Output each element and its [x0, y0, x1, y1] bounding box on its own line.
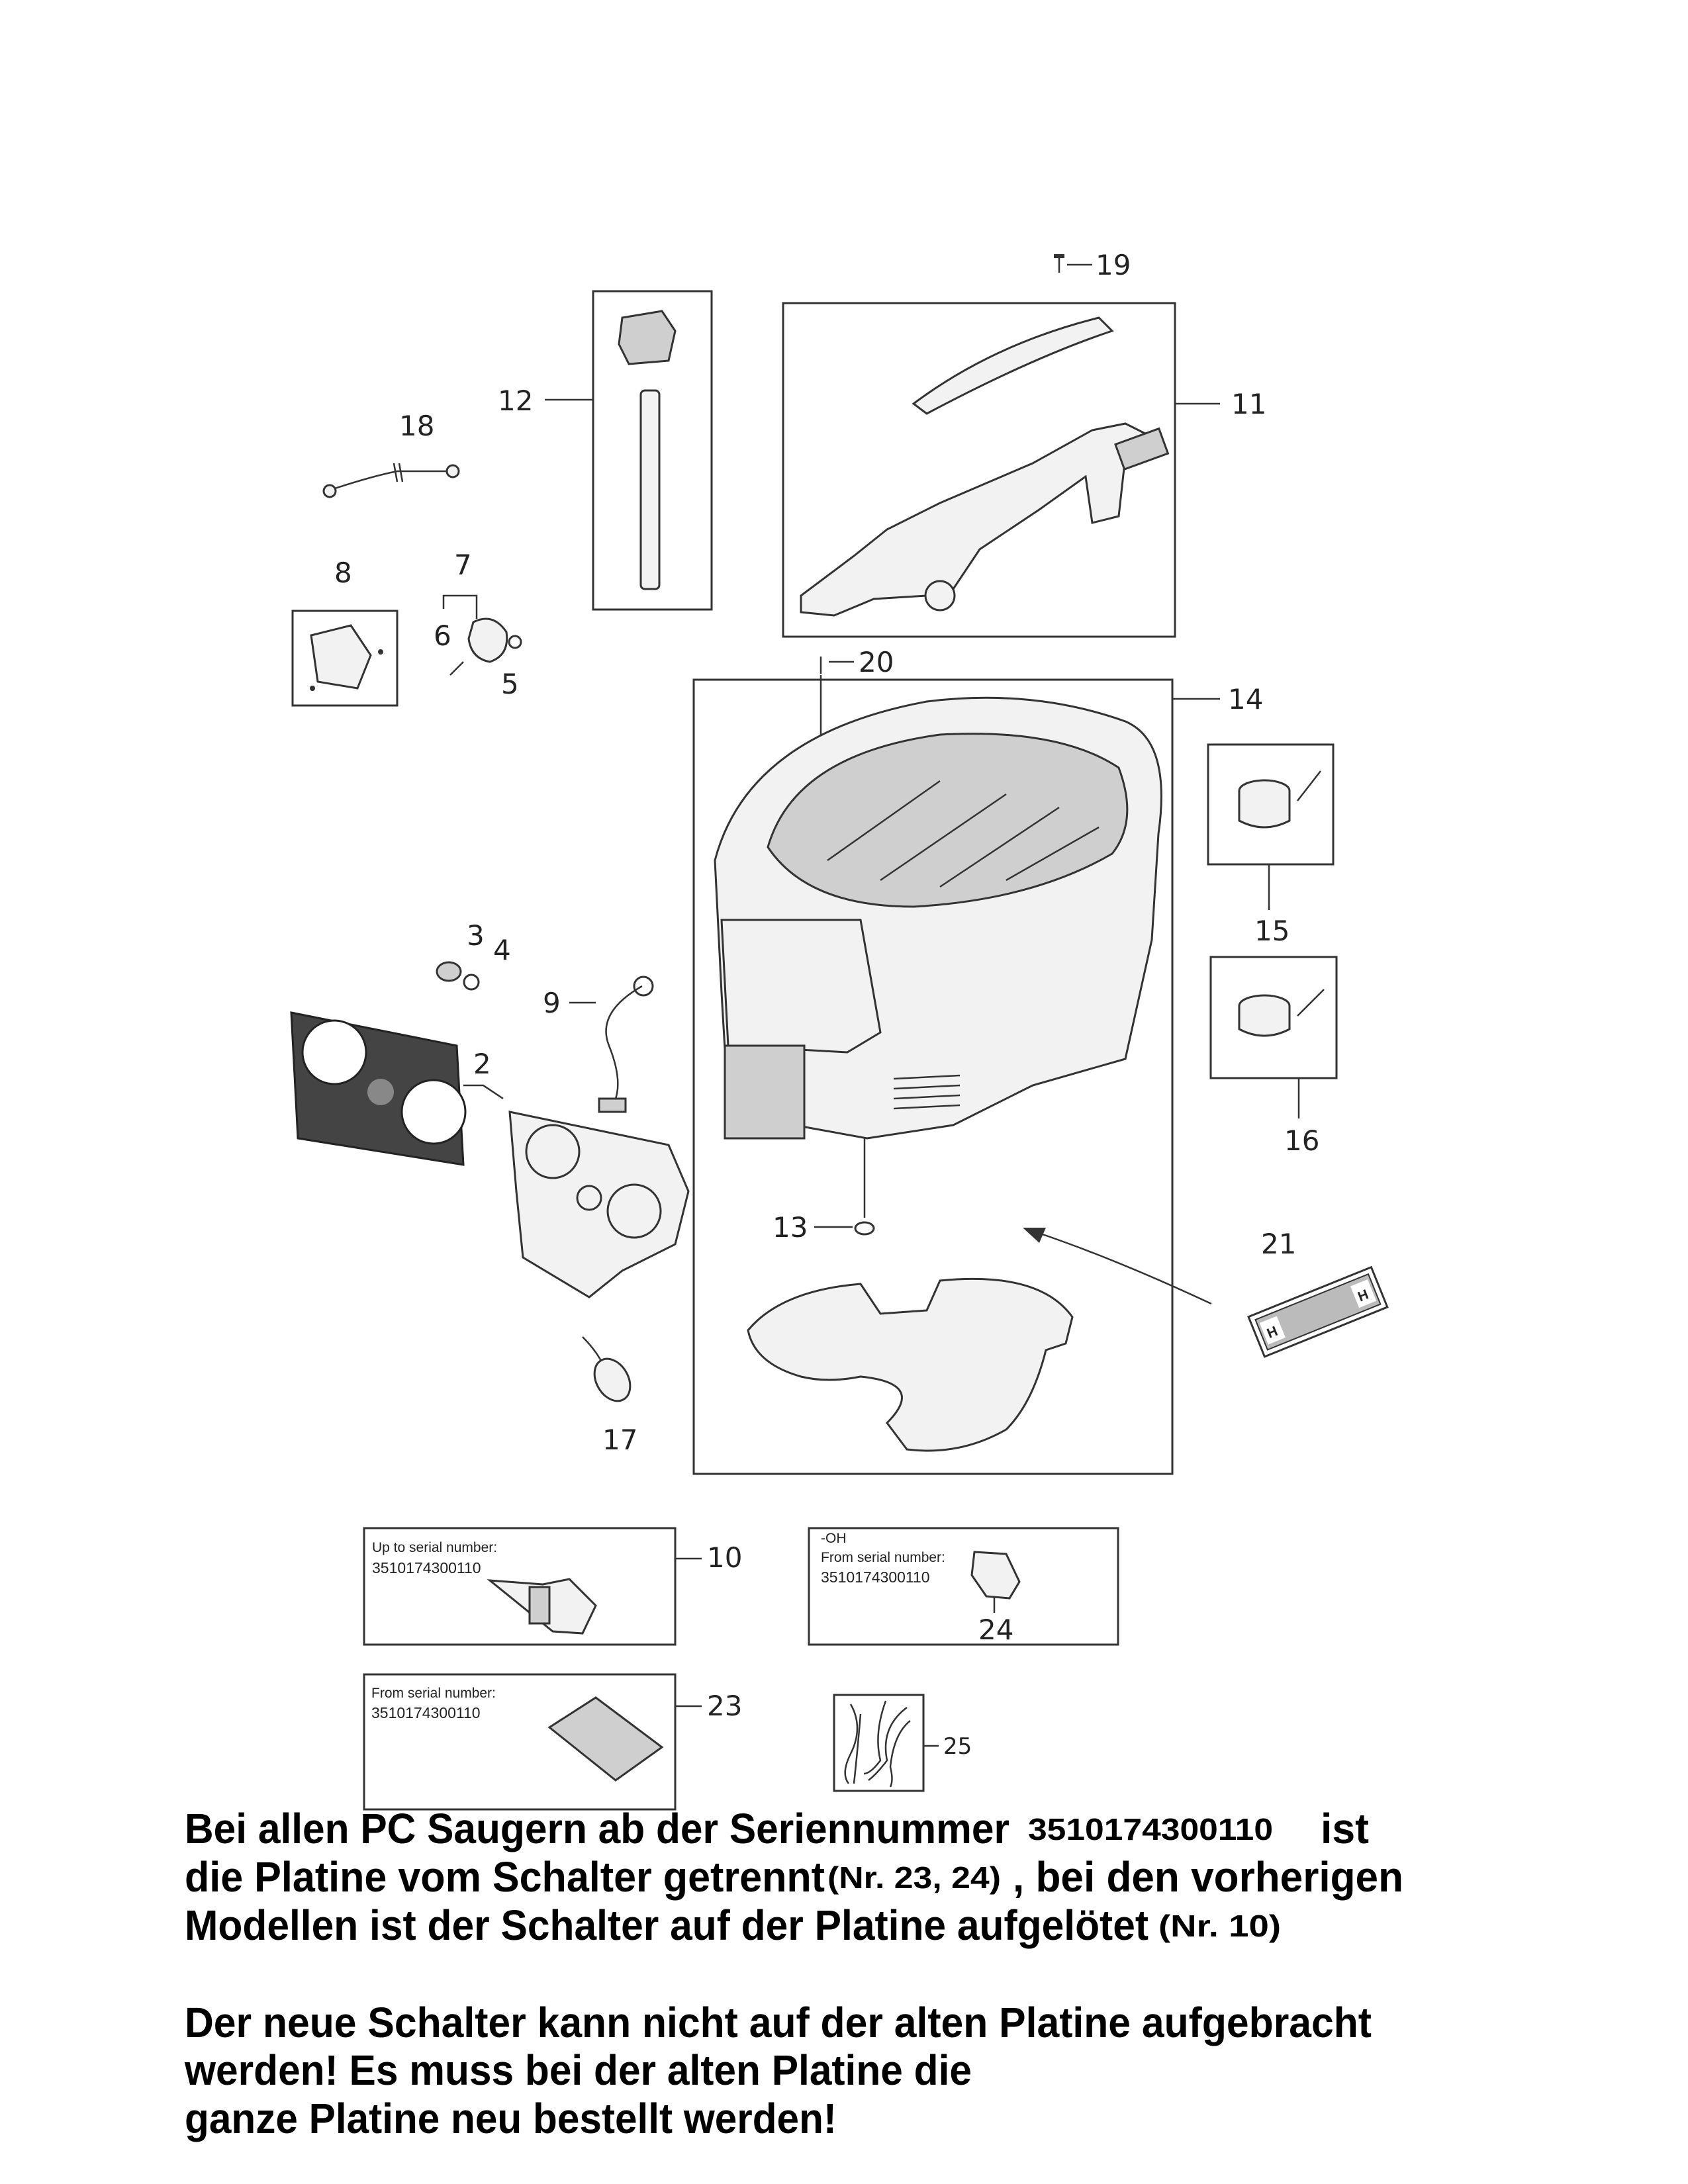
callout-14: 14: [1228, 683, 1263, 715]
callout-24: 24: [978, 1614, 1013, 1646]
callout-3: 3: [467, 919, 485, 952]
box-23-new-pcb: From serial number: 3510174300110 23: [363, 1673, 742, 1811]
part-8-frame: [291, 610, 399, 707]
part-19-screw: 19: [1054, 249, 1131, 281]
service-note: Bei allen PC Saugern ab der Seriennummer…: [184, 1805, 1403, 2142]
callout-25: 25: [943, 1733, 972, 1760]
box-24-variant: -OH: [821, 1531, 847, 1546]
callout-17: 17: [602, 1424, 637, 1456]
part-2-control-panel: 2: [290, 1011, 690, 1298]
callout-10: 10: [707, 1541, 742, 1574]
note-line-4: Der neue Schalter kann nicht auf der alt…: [185, 1999, 1372, 2046]
note-line-2-ref: (Nr. 23, 24): [827, 1860, 1001, 1895]
part-8-switch: [310, 624, 383, 691]
callout-11: 11: [1231, 388, 1266, 420]
callout-18: 18: [399, 410, 434, 442]
note-line-3a: Modellen ist der Schalter auf der Platin…: [185, 1901, 1149, 1949]
part-16-frame: [1209, 956, 1338, 1079]
callout-7: 7: [454, 549, 472, 581]
box-10-serial: 3510174300110: [372, 1559, 481, 1576]
note-line-3-ref: (Nr. 10): [1158, 1909, 1281, 1943]
part-12-frame: [592, 290, 713, 611]
box-10-old-pcb: Up to serial number: 3510174300110 10: [363, 1527, 742, 1646]
callout-8: 8: [334, 557, 352, 589]
part-13-oring: 13: [773, 1138, 875, 1244]
callout-12: 12: [498, 385, 533, 417]
box-24-serial: 3510174300110: [821, 1569, 930, 1586]
callout-6: 6: [434, 619, 451, 652]
callout-4: 4: [493, 934, 511, 966]
box-24-caption: From serial number:: [821, 1550, 945, 1565]
part-9-cable: 9: [543, 976, 654, 1113]
part-15-frame: [1207, 743, 1335, 866]
callout-5: 5: [501, 668, 519, 700]
part-14-housing: 14: [714, 683, 1263, 1452]
note-line-1a: Bei allen PC Saugern ab der Seriennummer: [185, 1805, 1009, 1852]
part-18-cable: 18: [322, 410, 460, 498]
callout-2: 2: [473, 1048, 491, 1080]
callout-15: 15: [1254, 915, 1289, 947]
box-24-new-switch: -OH From serial number: 3510174300110 24: [808, 1527, 1119, 1646]
part-17-plug: 17: [582, 1336, 637, 1456]
part-11-frame: [782, 302, 1176, 638]
part-15-clamp: 15: [1238, 770, 1321, 947]
note-line-1-serial: 3510174300110: [1028, 1812, 1273, 1846]
note-line-1b: ist: [1321, 1805, 1369, 1852]
note-line-6: ganze Platine neu bestellt werden!: [185, 2095, 837, 2142]
callout-13: 13: [773, 1211, 808, 1244]
part-7-knob-assembly: 7 6 5: [434, 549, 522, 700]
box-23-serial: 3510174300110: [371, 1704, 481, 1721]
callout-23: 23: [707, 1690, 742, 1722]
part-16-clamp: 16: [1238, 989, 1325, 1157]
part-14-frame: [692, 678, 1174, 1475]
note-line-2b: , bei den vorherigen: [1013, 1853, 1403, 1901]
callout-20: 20: [859, 646, 894, 678]
part-12-slider: 12: [498, 310, 677, 590]
note-line-2a: die Platine vom Schalter getrennt: [185, 1853, 825, 1901]
box-25-wires: 25: [833, 1694, 972, 1792]
part-21-label: 21 H H: [1023, 1228, 1389, 1358]
note-line-5: werden! Es muss bei der alten Platine di…: [184, 2046, 972, 2094]
callout-16: 16: [1284, 1124, 1319, 1157]
callout-19: 19: [1096, 249, 1131, 281]
box-23-caption: From serial number:: [371, 1686, 496, 1701]
callout-21: 21: [1261, 1228, 1296, 1260]
vent-slots: [893, 1074, 961, 1110]
part-3-4-knob: 3 4: [436, 919, 511, 991]
callout-9: 9: [543, 987, 561, 1019]
box-10-caption: Up to serial number:: [372, 1540, 497, 1555]
part-11-handle: 11: [800, 316, 1266, 617]
